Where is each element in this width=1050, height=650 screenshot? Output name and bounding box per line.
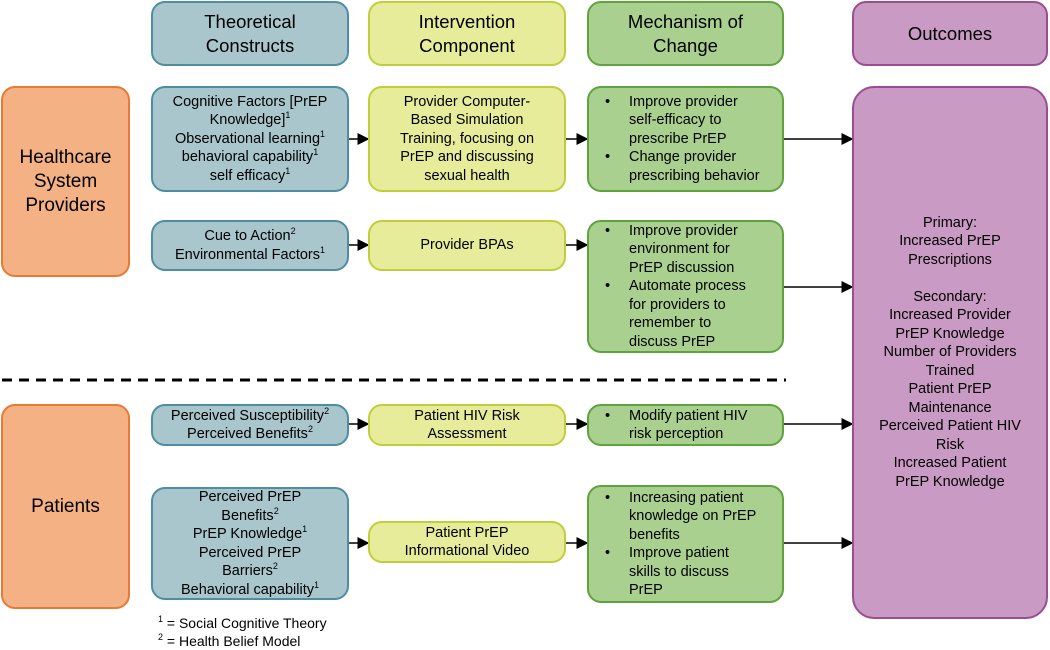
outcome-line: Number of Providers: [883, 344, 1017, 361]
mechanism-box-provider-efficacy: Improve provider self-efficacy to prescr…: [587, 86, 784, 192]
outcome-line: PrEP Knowledge: [895, 473, 1005, 490]
intervention-box-provider-bpas: Provider BPAs: [368, 220, 566, 271]
mechanism-bullet: Improve provider self-efficacy to prescr…: [601, 93, 760, 149]
outcome-line: Patient PrEP: [908, 381, 992, 398]
outcome-line: Trained: [925, 362, 975, 379]
mechanism-bullet: Automate process for providers to rememb…: [601, 277, 746, 351]
legend-item-sct: 1 = Social Cognitive Theory: [158, 614, 327, 632]
header-mechanism-of-change: Mechanism of Change: [587, 1, 784, 66]
mechanism-bullet: Modify patient HIV risk perception: [601, 407, 747, 444]
mechanism-box-patient-knowledge: Increasing patient knowledge on PrEP ben…: [587, 485, 784, 603]
outcomes-box: Primary: Increased PrEP Prescriptions Se…: [852, 86, 1048, 619]
outcome-line: Increased Provider: [889, 307, 1011, 324]
group-providers-label: Healthcare System Providers: [19, 146, 112, 216]
mechanism-bullet: Improve provider environment for PrEP di…: [601, 222, 746, 278]
group-patients-label: Patients: [31, 495, 100, 517]
theory-box-provider-bpa: Cue to Action2 Environmental Factors1: [151, 220, 349, 271]
outcome-line: Maintenance: [908, 399, 992, 416]
mechanism-bullet: Improve patient skills to discuss PrEP: [601, 544, 756, 600]
outcome-line: Secondary:: [913, 288, 987, 305]
group-healthcare-providers: Healthcare System Providers: [1, 86, 130, 277]
intervention-box-informational-video: Patient PrEP Informational Video: [368, 521, 566, 563]
mechanism-box-provider-environment: Improve provider environment for PrEP di…: [587, 220, 784, 353]
header-mechanism-label: Mechanism of Change: [627, 10, 744, 56]
outcome-line: Perceived Patient HIV: [879, 418, 1021, 435]
theory-box-provider-training: Cognitive Factors [PrEP Knowledge]1 Obse…: [151, 86, 349, 192]
outcome-line: Increased Patient: [893, 455, 1007, 472]
intervention-box-risk-assessment: Patient HIV Risk Assessment: [368, 404, 566, 446]
outcome-line: PrEP Knowledge: [895, 325, 1005, 342]
header-theoretical-label: Theoretical Constructs: [204, 10, 296, 56]
intervention-box-simulation-training: Provider Computer- Based Simulation Trai…: [368, 86, 566, 192]
header-outcomes: Outcomes: [852, 1, 1048, 66]
outcome-line: Increased PrEP: [899, 233, 1001, 250]
outcome-line: Risk: [935, 436, 965, 453]
mechanism-bullet: Increasing patient knowledge on PrEP ben…: [601, 489, 756, 545]
theory-box-patient-risk: Perceived Susceptibility2 Perceived Bene…: [151, 404, 349, 446]
outcome-line: Prescriptions: [908, 251, 992, 268]
outcome-line: Primary:: [923, 214, 977, 231]
mechanism-bullet: Change provider prescribing behavior: [601, 148, 760, 185]
footnote-legend: 1 = Social Cognitive Theory 2 = Health B…: [158, 614, 327, 650]
theory-box-patient-video: Perceived PrEP Benefits2 PrEP Knowledge1…: [151, 487, 349, 600]
header-intervention-label: Intervention Component: [418, 10, 516, 56]
header-theoretical-constructs: Theoretical Constructs: [151, 1, 349, 66]
header-intervention-component: Intervention Component: [368, 1, 566, 66]
legend-item-hbm: 2 = Health Belief Model: [158, 632, 301, 650]
group-patients: Patients: [1, 404, 130, 609]
mechanism-box-risk-perception: Modify patient HIV risk perception: [587, 404, 784, 446]
header-outcomes-label: Outcomes: [907, 22, 993, 44]
